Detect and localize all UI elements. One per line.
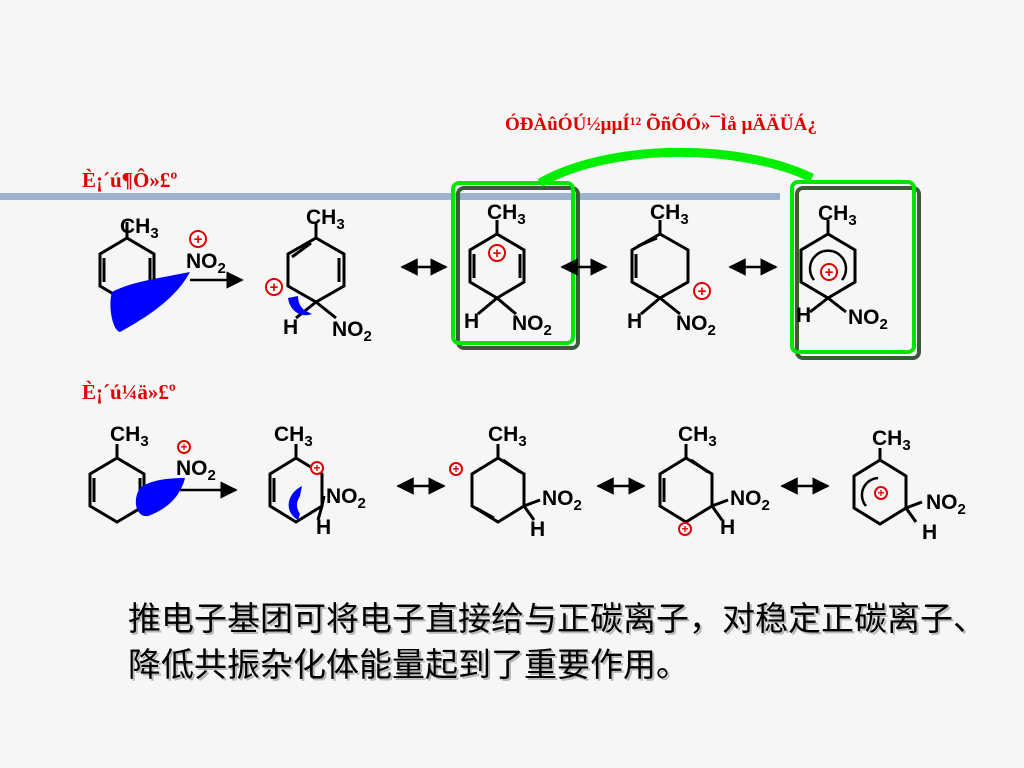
positive-charge: + (189, 230, 207, 248)
no2-label: NO2 (512, 312, 552, 339)
no2-label: NO2 (926, 491, 966, 518)
h-label: H (530, 518, 545, 541)
h-label: H (796, 304, 811, 327)
resonance-hybrid-meta (852, 448, 923, 526)
svg-text:+: + (270, 279, 279, 296)
sigma-complex-para-2 (468, 220, 526, 316)
electron-push-arrow (110, 272, 190, 332)
h-label: H (720, 516, 735, 539)
no2-label: NO2 (186, 250, 226, 277)
ch3-label: CH3 (872, 427, 911, 454)
positive-charge: + (678, 522, 692, 536)
svg-text:+: + (194, 231, 203, 248)
green-connector-arrow (537, 147, 814, 187)
highlight-box-2 (790, 180, 916, 354)
no2-label: NO2 (848, 306, 888, 333)
no2-label: NO2 (730, 487, 770, 514)
positive-charge: + (820, 263, 838, 281)
ch3-label: CH3 (110, 423, 149, 450)
sigma-complex-meta-3 (658, 444, 729, 524)
svg-text:+: + (313, 461, 320, 475)
annotation-title: ÓÐÀûÓÚ½µµÍ¹² ÕñÔÓ»¯Ìå µÄÄÜÁ¿ (505, 114, 817, 135)
no2-label: NO2 (542, 487, 582, 514)
positive-charge: + (488, 244, 506, 262)
ch3-label: CH3 (120, 215, 159, 242)
positive-charge: + (874, 486, 888, 500)
positive-charge: + (310, 461, 324, 475)
ch3-label: CH3 (487, 201, 526, 228)
sigma-complex-para-1 (286, 222, 346, 320)
positive-charge: + (265, 278, 283, 296)
highlight-box-shadow (795, 186, 921, 360)
ch3-label: CH3 (274, 423, 313, 450)
ch3-label: CH3 (306, 206, 345, 233)
positive-charge: + (693, 282, 711, 300)
svg-text:+: + (698, 283, 707, 300)
curved-arrow-small (288, 296, 312, 316)
no2-label: NO2 (326, 485, 366, 512)
positive-charge: + (449, 462, 463, 476)
svg-text:+: + (877, 486, 884, 500)
sigma-complex-meta-1 (268, 444, 326, 524)
ch3-label: CH3 (488, 423, 527, 450)
h-label: H (627, 310, 642, 333)
conclusion-text: 推电子基团可将电子直接给与正碳离子，对稳定正碳离子、降低共振杂化体能量起到了重要… (128, 599, 986, 684)
no2-label: NO2 (176, 457, 216, 484)
ch3-label: CH3 (678, 423, 717, 450)
h-label: H (464, 310, 479, 333)
svg-text:+: + (180, 440, 187, 454)
h-label: H (922, 521, 937, 544)
toluene-meta (88, 444, 146, 524)
svg-text:+: + (825, 264, 834, 281)
electron-push-arrow-meta (135, 478, 185, 517)
curved-arrow-meta (288, 486, 302, 520)
positive-charge: + (177, 440, 191, 454)
separator-line (0, 193, 780, 200)
h-label: H (316, 516, 331, 539)
ch3-label: CH3 (650, 201, 689, 228)
no2-label: NO2 (676, 312, 716, 339)
sigma-complex-meta-2 (470, 444, 541, 524)
ch3-label: CH3 (818, 202, 857, 229)
para-substitution-label: È¡´ú¶Ô»£º (82, 168, 178, 192)
resonance-hybrid-para (799, 220, 857, 314)
svg-text:+: + (493, 245, 502, 262)
sigma-complex-para-3 (630, 220, 690, 316)
svg-text:+: + (681, 522, 688, 536)
svg-text:+: + (452, 462, 459, 476)
no2-label: NO2 (332, 318, 372, 345)
meta-substitution-label: È¡´ú¼ä»£º (82, 380, 176, 404)
h-label: H (283, 316, 298, 339)
